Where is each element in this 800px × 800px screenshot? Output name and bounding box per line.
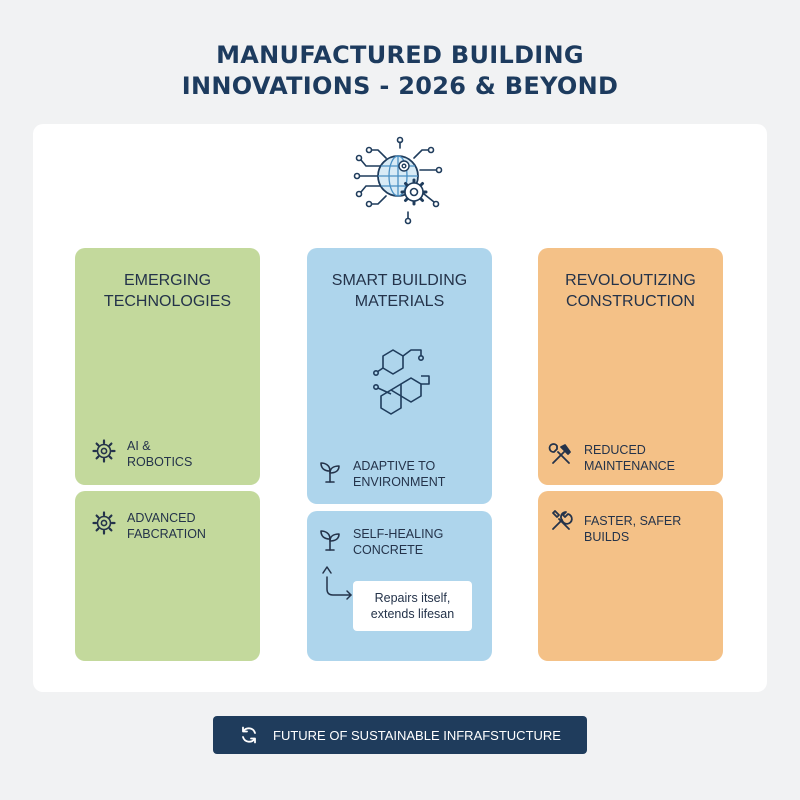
page-title: MANUFACTURED BUILDING INNOVATIONS - 2026… [0, 40, 800, 102]
molecule-hexagon-icon [372, 349, 430, 415]
card-title-line: TECHNOLOGIES [103, 293, 232, 310]
sprout-icon [320, 530, 340, 551]
title-line-2: INNOVATIONS - 2026 & BEYOND [181, 72, 619, 100]
list-item: REDUCED MAINTENANCE [548, 442, 675, 474]
item-text-line: ENVIRONMENT [353, 475, 446, 489]
list-item: FASTER, SAFER BUILDS [548, 508, 723, 545]
gear-icon [92, 439, 116, 463]
item-text-line: ADAPTIVE TO [353, 459, 436, 473]
list-item: SELF-HEALING CONCRETE [317, 526, 443, 558]
wrench-screwdriver-icon [552, 510, 573, 530]
card-title-line: CONSTRUCTION [566, 293, 695, 310]
item-text-line: FABCRATION [127, 527, 206, 541]
smart-building-materials-card: SMART BUILDING MATERIALS A [307, 248, 492, 504]
item-text-line: ROBOTICS [127, 455, 193, 469]
refresh-icon [242, 726, 256, 744]
card-title: EMERGING TECHNOLOGIES [75, 270, 260, 312]
item-text-line: MAINTENANCE [584, 459, 675, 473]
item-text-line: ADVANCED [127, 511, 196, 525]
card-title-line: SMART BUILDING [331, 272, 468, 289]
globe-circuit-gear-icon [353, 136, 443, 225]
item-text-line: CONCRETE [353, 543, 424, 557]
card-title: REVOLOUTIZING CONSTRUCTION [538, 270, 723, 312]
item-text-line: FASTER, SAFER BUILDS [584, 514, 682, 544]
connector-arrow-icon [322, 566, 352, 600]
sprout-icon [320, 462, 340, 483]
hammer-wrench-icon [548, 443, 571, 464]
title-line-1: MANUFACTURED BUILDING [216, 41, 584, 69]
revolutionizing-construction-card: REVOLOUTIZING CONSTRUCTION REDUCED MAINT… [538, 248, 723, 485]
list-item: ADVANCED FABCRATION [91, 510, 206, 542]
emerging-technologies-card: EMERGING TECHNOLOGIES AI & ROBOTICS [75, 248, 260, 485]
card-title-line: MATERIALS [354, 293, 445, 310]
faster-safer-builds-card: FASTER, SAFER BUILDS [538, 491, 723, 661]
gear-icon [92, 511, 116, 535]
item-text-line: SELF-HEALING [353, 527, 444, 541]
repair-note: Repairs itself, extends lifesan [353, 581, 472, 631]
list-item: ADAPTIVE TO ENVIRONMENT [317, 458, 445, 490]
card-title-line: REVOLOUTIZING [565, 272, 696, 289]
footer-label: FUTURE OF SUSTAINABLE INFRAFSTUCTURE [273, 727, 561, 743]
item-text-line: REDUCED [584, 443, 646, 457]
list-item: AI & ROBOTICS [91, 438, 192, 470]
card-title-line: EMERGING [123, 272, 212, 289]
advanced-fabrication-card: ADVANCED FABCRATION [75, 491, 260, 661]
note-line: extends lifesan [370, 607, 455, 621]
item-text-line: AI & [127, 439, 151, 453]
card-title: SMART BUILDING MATERIALS [307, 270, 492, 312]
note-line: Repairs itself, [374, 591, 451, 605]
footer-banner: FUTURE OF SUSTAINABLE INFRAFSTUCTURE [213, 716, 587, 754]
